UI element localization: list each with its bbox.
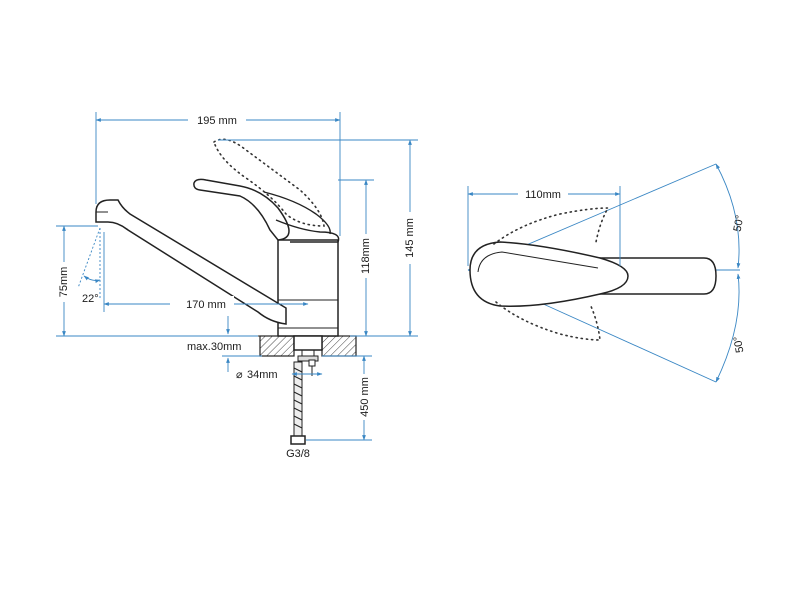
supply-hose bbox=[290, 359, 316, 445]
width-label: 195 mm bbox=[197, 115, 237, 127]
top-view: 50° 50° 110mm bbox=[467, 163, 747, 383]
hose-length-label: 450 mm bbox=[359, 377, 371, 417]
hole-diameter-label: 34mm bbox=[247, 369, 278, 381]
mounting-shank bbox=[293, 335, 323, 362]
body-height-label: 118mm bbox=[360, 238, 372, 274]
top-lever bbox=[469, 241, 629, 307]
dim-max-thickness: max.30mm bbox=[187, 316, 262, 372]
dim-height-145: 145 mm bbox=[218, 139, 418, 337]
top-spout bbox=[599, 257, 717, 295]
spout-angle-label: 22° bbox=[82, 293, 99, 305]
top-width-label: 110mm bbox=[525, 189, 561, 201]
dim-body-118: 118mm bbox=[338, 179, 374, 337]
dim-reach-170: 170 mm bbox=[103, 232, 309, 312]
diameter-symbol-icon: ⌀ bbox=[236, 369, 243, 381]
dim-hose-450: 450 mm bbox=[306, 355, 372, 441]
max-thickness-label: max.30mm bbox=[187, 341, 241, 353]
thread-label: G3/8 bbox=[286, 448, 310, 460]
lever-open-position bbox=[213, 138, 325, 227]
angle-lower-label: 50° bbox=[732, 335, 747, 353]
top-lever-position-upper bbox=[493, 207, 610, 245]
spout-height-label: 75mm bbox=[58, 267, 70, 298]
height-label: 145 mm bbox=[404, 218, 416, 258]
dim-width-195: 195 mm bbox=[95, 112, 341, 236]
countertop bbox=[258, 335, 358, 357]
faucet-spout bbox=[95, 199, 287, 325]
dim-top-width-110: 110mm bbox=[467, 186, 621, 266]
dim-spout-75: 75mm bbox=[55, 225, 258, 337]
reach-label: 170 mm bbox=[186, 299, 226, 311]
side-view: 195 mm 145 mm 118mm 75mm bbox=[55, 112, 418, 460]
dim-angle-22: 22° bbox=[77, 227, 101, 305]
top-lever-inner bbox=[477, 251, 599, 273]
lever-handle bbox=[193, 178, 340, 243]
dim-hole-diameter: ⌀ 34mm bbox=[236, 369, 323, 381]
angle-upper-label: 50° bbox=[732, 214, 747, 232]
faucet-body bbox=[277, 239, 339, 337]
top-lever-position-lower bbox=[495, 301, 601, 341]
